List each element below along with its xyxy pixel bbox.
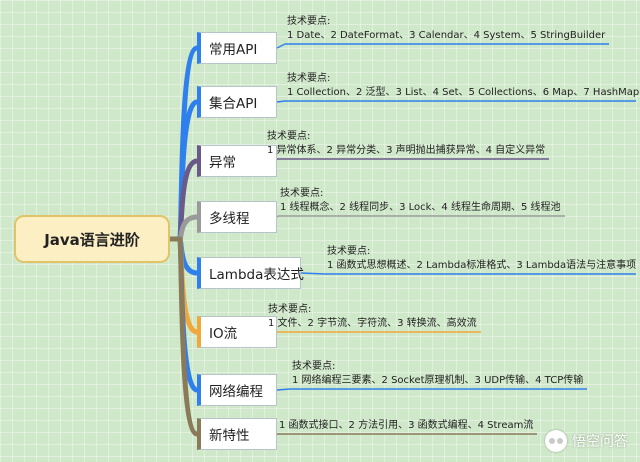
detail-points: 1 Collection、2 泛型、3 List、4 Set、5 Collect… (287, 87, 640, 98)
detail-heading: 技术要点: (287, 16, 331, 27)
root-node[interactable]: Java语言进阶 (14, 215, 170, 263)
detail-multithreading: 技术要点: 1 线程概念、2 线程同步、3 Lock、4 线程生命周期、5 线程… (280, 187, 561, 215)
branch-label: IO流 (209, 326, 238, 342)
detail-connector (276, 100, 286, 103)
branch-label: 网络编程 (209, 384, 263, 400)
branch-connector (177, 236, 200, 437)
detail-collection-api: 技术要点: 1 Collection、2 泛型、3 List、4 Set、5 C… (287, 72, 639, 100)
detail-points: 1 线程概念、2 线程同步、3 Lock、4 线程生命周期、5 线程池 (280, 202, 561, 213)
detail-points: 1 文件、2 字节流、字符流、3 转换流、高效流 (268, 318, 477, 329)
detail-heading: 技术要点: (280, 188, 324, 199)
branch-label: 多线程 (209, 211, 250, 227)
watermark-text: 悟空问答 (572, 434, 628, 450)
detail-new-features: 1 函数式接口、2 方法引用、3 函数式编程、4 Stream流 (279, 419, 533, 433)
detail-connector (276, 43, 286, 49)
detail-heading: 技术要点: (292, 361, 336, 372)
detail-network-programming: 技术要点: 1 网络编程三要素、2 Socket原理机制、3 UDP传输、4 T… (292, 360, 583, 388)
detail-connector (300, 272, 326, 275)
logo-icon (545, 430, 567, 452)
detail-heading: 技术要点: (268, 304, 312, 315)
detail-connector (276, 215, 279, 218)
branch-label: 新特性 (209, 428, 250, 444)
branch-node-new-features[interactable]: 新特性 (197, 418, 277, 450)
detail-heading: 技术要点: (327, 246, 371, 257)
branch-label: Lambda表达式 (209, 267, 304, 283)
detail-io-stream: 技术要点: 1 文件、2 字节流、字符流、3 转换流、高效流 (268, 303, 477, 331)
branch-node-exception[interactable]: 异常 (197, 145, 277, 177)
branch-node-network-programming[interactable]: 网络编程 (197, 374, 277, 406)
detail-common-api: 技术要点: 1 Date、2 DateFormat、3 Calendar、4 S… (287, 15, 605, 43)
branch-label: 常用API (209, 42, 258, 58)
root-label: Java语言进阶 (44, 230, 140, 249)
branch-node-common-api[interactable]: 常用API (197, 32, 277, 64)
detail-heading: 技术要点: (267, 131, 311, 142)
detail-points: 1 函数式思想概述、2 Lambda标准格式、3 Lambda语法与注意事项 (327, 260, 637, 271)
branch-node-multithreading[interactable]: 多线程 (197, 201, 277, 233)
watermark: 悟空问答 (545, 430, 628, 452)
detail-connector (276, 388, 291, 391)
detail-points: 1 函数式接口、2 方法引用、3 函数式编程、4 Stream流 (279, 420, 534, 431)
detail-heading: 技术要点: (287, 73, 331, 84)
detail-exception: 技术要点: 1 异常体系、2 异常分类、3 声明抛出捕获异常、4 自定义异常 (267, 130, 545, 158)
branch-label: 异常 (209, 155, 236, 171)
branch-label: 集合API (209, 96, 258, 112)
detail-points: 1 Date、2 DateFormat、3 Calendar、4 System、… (287, 30, 606, 41)
detail-points: 1 网络编程三要素、2 Socket原理机制、3 UDP传输、4 TCP传输 (292, 375, 584, 386)
branch-node-lambda[interactable]: Lambda表达式 (197, 257, 304, 289)
branch-node-collection-api[interactable]: 集合API (197, 86, 277, 118)
branch-node-io-stream[interactable]: IO流 (197, 316, 277, 348)
detail-points: 1 异常体系、2 异常分类、3 声明抛出捕获异常、4 自定义异常 (267, 145, 546, 156)
detail-lambda: 技术要点: 1 函数式思想概述、2 Lambda标准格式、3 Lambda语法与… (327, 245, 636, 273)
